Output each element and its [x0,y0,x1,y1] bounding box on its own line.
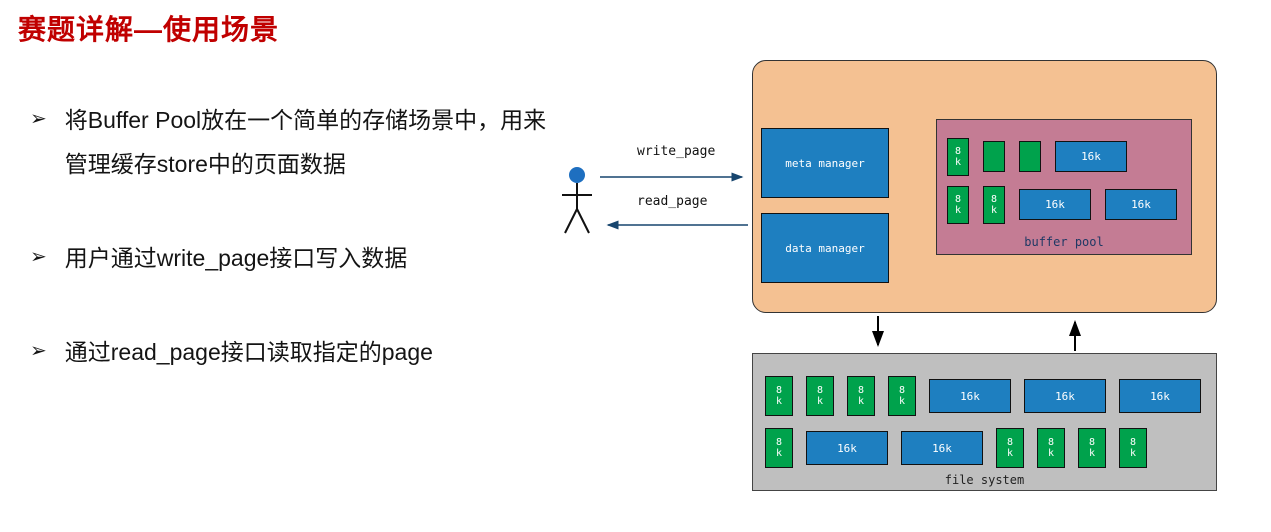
page-block-8k: 8 k [806,376,834,416]
page-block-free [1019,141,1041,172]
page-block-8k: 8 k [888,376,916,416]
bullet-text: 用户通过write_page接口写入数据 [64,245,408,272]
bullet-arrow-icon: ➢ [30,108,47,130]
bullet-text: 通过read_page接口读取指定的page [64,339,433,366]
buffer-pool-row: 8 k 16k [947,138,1127,176]
page-block-16k: 16k [806,431,888,465]
bullet-text: 将Buffer Pool放在一个简单的存储场景中，用来管理缓存store中的页面… [64,107,547,178]
page-block-free [983,141,1005,172]
data-manager-box: data manager [761,213,889,283]
bullet-item: ➢ 将Buffer Pool放在一个简单的存储场景中，用来管理缓存store中的… [30,98,562,186]
page-block-8k: 8 k [765,376,793,416]
page-block-8k: 8 k [947,138,969,176]
buffer-pool-row: 8 k 8 k 16k 16k [947,186,1177,224]
read-page-label: read_page [637,194,708,209]
buffer-pool-panel: 8 k 16k 8 k 8 k 16k 16k buffer pool [936,119,1192,255]
page-block-8k: 8 k [947,186,969,224]
page-block-16k: 16k [1119,379,1201,413]
page-block-16k: 16k [1105,189,1177,220]
page-block-16k: 16k [1055,141,1127,172]
buffer-pool-label: buffer pool [1024,235,1104,249]
page-block-8k: 8 k [847,376,875,416]
page-block-16k: 16k [929,379,1011,413]
file-system-row: 8 k 16k 16k 8 k 8 k 8 k 8 k [765,428,1147,468]
user-stick-figure-icon [562,167,592,234]
page-block-8k: 8 k [996,428,1024,468]
bullet-list: ➢ 将Buffer Pool放在一个简单的存储场景中，用来管理缓存store中的… [30,98,562,425]
page-block-16k: 16k [901,431,983,465]
bullet-arrow-icon: ➢ [30,246,47,269]
page-block-8k: 8 k [1078,428,1106,468]
page-block-16k: 16k [1024,379,1106,413]
page-block-16k: 16k [1019,189,1091,220]
meta-manager-box: meta manager [761,128,889,198]
bullet-item: ➢ 通过read_page接口读取指定的page [30,330,562,374]
page-title: 赛题详解—使用场景 [18,14,280,45]
page-block-8k: 8 k [765,428,793,468]
storage-service-panel: meta manager data manager 8 k 16k 8 k 8 k 1… [752,60,1217,313]
write-page-label: write_page [637,144,716,159]
bullet-item: ➢ 用户通过write_page接口写入数据 [30,236,562,280]
page-block-8k: 8 k [983,186,1005,224]
bullet-arrow-icon: ➢ [30,340,47,363]
page-block-8k: 8 k [1037,428,1065,468]
file-system-label: file system [944,473,1025,487]
page-block-8k: 8 k [1119,428,1147,468]
file-system-row: 8 k 8 k 8 k 8 k 16k 16k 16k [765,376,1201,416]
